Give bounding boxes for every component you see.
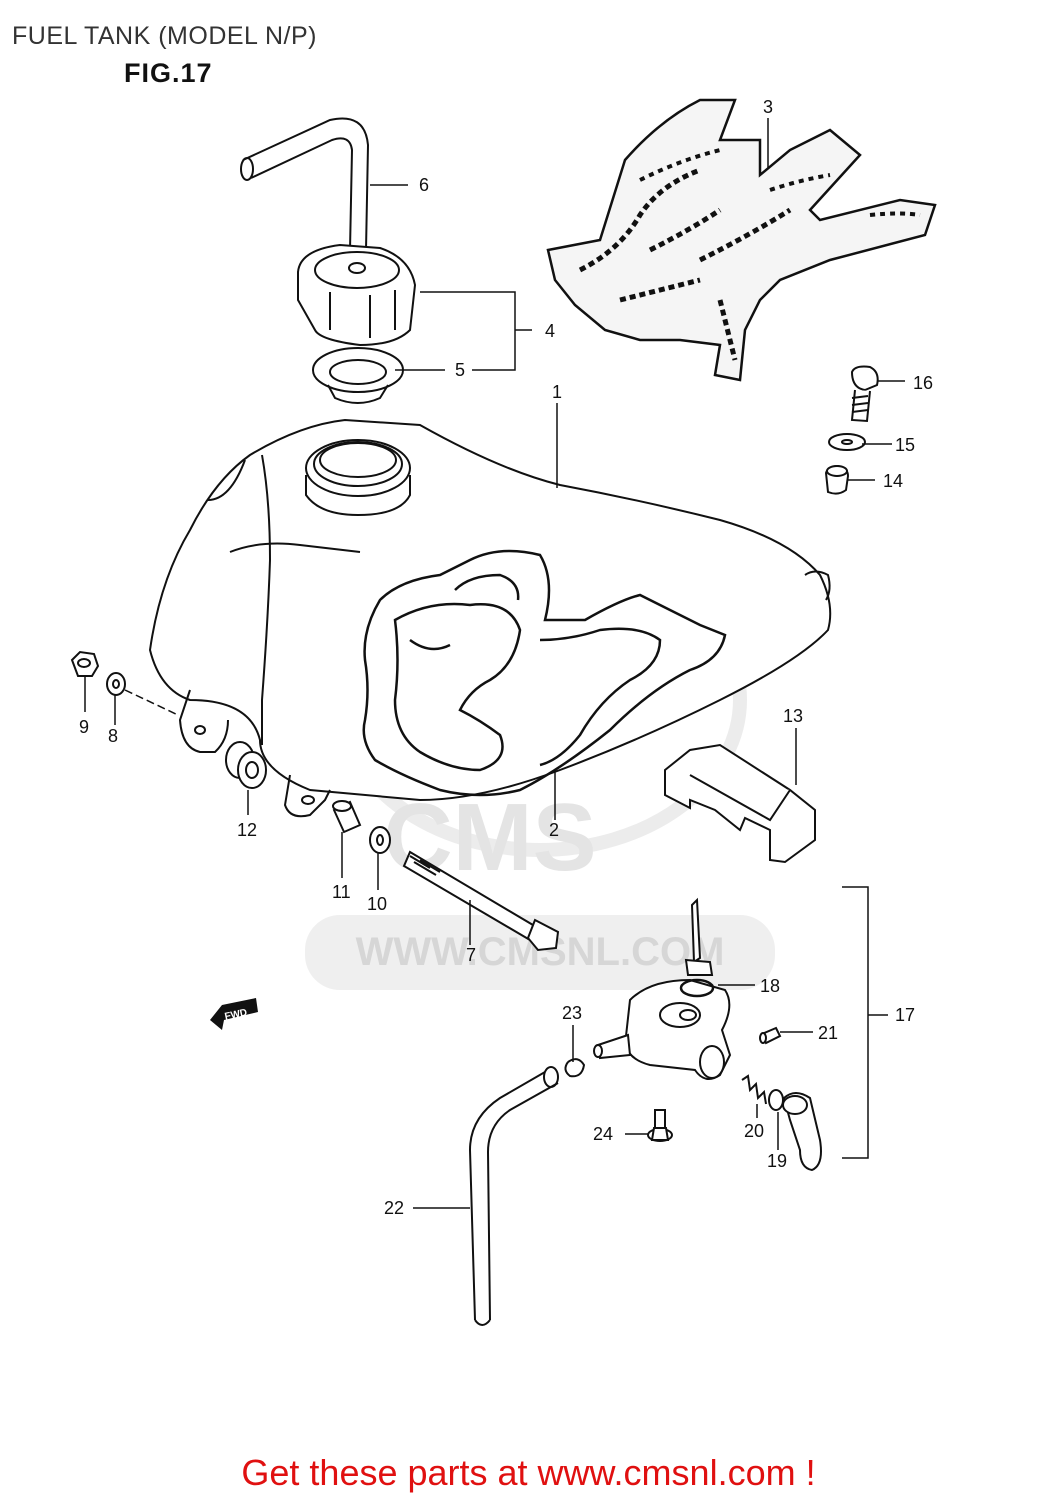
part-7-bolt (402, 850, 560, 952)
callout-24: 24 (593, 1124, 613, 1144)
callout-11: 11 (332, 882, 351, 902)
part-11-collar (332, 800, 362, 834)
callout-17: 17 (895, 1005, 915, 1025)
callout-23: 23 (562, 1003, 582, 1023)
callout-19: 19 (767, 1151, 787, 1171)
part-16-bolt (850, 365, 879, 423)
callout-10: 10 (367, 894, 387, 914)
callout-numbers: 6 4 5 3 1 16 15 14 9 8 12 11 10 7 2 13 1… (79, 97, 933, 1218)
get-parts-link[interactable]: Get these parts at www.cmsnl.com ! (241, 1452, 816, 1493)
part-9-nut (70, 650, 100, 677)
part-10-washer (369, 826, 391, 854)
leader-lines (84, 118, 905, 1209)
callout-22: 22 (384, 1198, 404, 1218)
callout-1: 1 (552, 382, 562, 402)
part-17-fuel-cock (593, 897, 732, 1080)
part-4-fuel-cap (297, 243, 417, 347)
callout-15: 15 (895, 435, 915, 455)
callout-18: 18 (760, 976, 780, 996)
part-24-screw (647, 1109, 673, 1142)
callout-16: 16 (913, 373, 933, 393)
callout-3: 3 (763, 97, 773, 117)
part-20-spring (741, 1074, 784, 1111)
part-12-grommet (225, 741, 267, 789)
callout-6: 6 (419, 175, 429, 195)
part-18-oring (679, 978, 715, 998)
part-19-lever (782, 1092, 822, 1172)
callout-14: 14 (883, 471, 903, 491)
fwd-label: FWD (224, 1007, 249, 1022)
part-14-cushion (824, 464, 850, 495)
callout-9: 9 (79, 717, 89, 737)
part-6-breather-hose (240, 117, 370, 251)
part-22-fuel-hose (468, 1066, 559, 1326)
page-title: FUEL TANK (MODEL N/P) (12, 22, 317, 50)
callout-5: 5 (455, 360, 465, 380)
part-21-screw (759, 1026, 782, 1045)
callout-12: 12 (237, 820, 257, 840)
callout-13: 13 (783, 706, 803, 726)
callout-7: 7 (466, 945, 476, 965)
callout-8: 8 (108, 726, 118, 746)
callout-21: 21 (818, 1023, 838, 1043)
part-23-clip (564, 1058, 586, 1078)
part-1-fuel-tank (148, 418, 832, 818)
callout-2: 2 (549, 820, 559, 840)
part-8-washer (106, 672, 126, 696)
part-2-tank-decal (362, 549, 727, 797)
fwd-direction-arrow: FWD (210, 998, 258, 1030)
part-15-washer (828, 433, 866, 451)
callout-20: 20 (744, 1121, 764, 1141)
part-13-bracket (664, 743, 816, 864)
part-5-gasket (312, 347, 404, 404)
figure-number: FIG.17 (124, 58, 213, 88)
callout-4: 4 (545, 321, 555, 341)
part-3-decal (546, 98, 937, 382)
